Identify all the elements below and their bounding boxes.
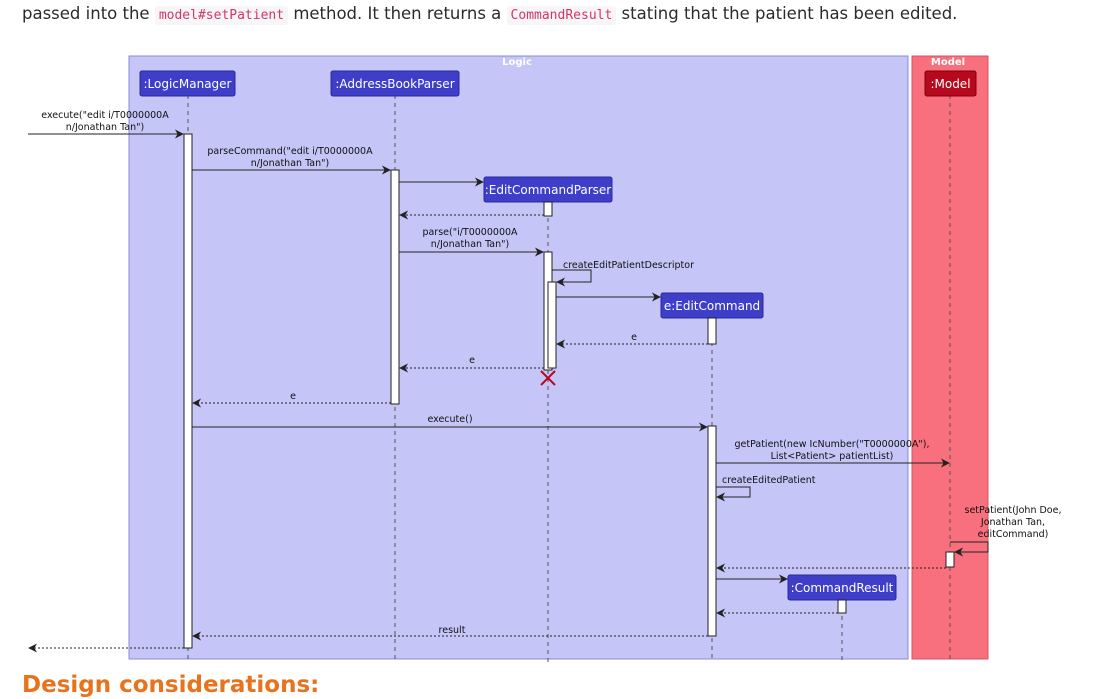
participant-model: :Model	[930, 77, 970, 91]
msg-get-patient-label-2: List<Patient> patientList)	[771, 451, 894, 462]
participant-logic-manager: :LogicManager	[143, 77, 231, 91]
msg-set-patient-label-3: editCommand)	[978, 529, 1049, 540]
participant-edit-command: e:EditCommand	[664, 299, 760, 313]
participant-edit-command-parser: :EditCommandParser	[485, 183, 612, 197]
msg-get-patient-label-1: getPatient(new IcNumber("T0000000A"),	[734, 439, 929, 450]
msg-parse-label-2: n/Jonathan Tan")	[431, 239, 509, 250]
activation-edit-command-parser-nested	[547, 281, 557, 369]
msg-set-patient-label-2: Jonathan Tan,	[980, 517, 1045, 528]
code-model-setpatient: model#setPatient	[154, 6, 289, 25]
destroy-mark	[540, 370, 556, 386]
msg-parse-command-label-2: n/Jonathan Tan")	[251, 158, 329, 169]
intro-paragraph: passed into the model#setPatient method.…	[22, 4, 958, 25]
participant-logic-manager-box	[139, 70, 236, 97]
msg-parse-label-1: parse("i/T0000000A	[422, 227, 518, 238]
intro-text-middle: method. It then returns a	[293, 4, 502, 23]
intro-text-before: passed into the	[22, 4, 150, 23]
msg-parse-command-label-1: parseCommand("edit i/T0000000A	[207, 146, 373, 157]
participant-model-box	[924, 70, 977, 97]
msg-execute-in-label-1: execute("edit i/T0000000A	[41, 110, 169, 121]
intro-text-after: stating that the patient has been edited…	[621, 4, 958, 23]
msg-result-label: result	[439, 625, 466, 636]
msg-set-patient-arrow	[950, 541, 989, 557]
msg-create-descriptor-arrow	[552, 269, 592, 287]
msg-return-e-2-label: e	[469, 355, 475, 366]
activation-edit-command-parser-init	[543, 201, 553, 217]
activation-model	[945, 551, 955, 568]
msg-create-edited-patient-label: createEditedPatient	[722, 475, 816, 486]
msg-create-descriptor-label: createEditPatientDescriptor	[563, 260, 694, 271]
logic-group-box	[128, 55, 909, 660]
code-command-result: CommandResult	[506, 6, 617, 25]
activation-address-book-parser	[390, 169, 400, 405]
section-heading: Design considerations:	[22, 672, 320, 698]
msg-execute-in-label-2: n/Jonathan Tan")	[66, 122, 144, 133]
participant-address-book-parser: :AddressBookParser	[335, 77, 454, 91]
activation-edit-command	[707, 425, 717, 637]
msg-execute-label: execute()	[427, 414, 472, 425]
activation-command-result	[837, 599, 847, 614]
msg-return-e-3-label: e	[290, 391, 296, 402]
msg-set-patient-label-1: setPatient(John Doe,	[965, 505, 1062, 516]
model-group-label: Model	[931, 57, 965, 68]
participant-command-result: :CommandResult	[791, 581, 894, 595]
activation-edit-command-init	[707, 317, 717, 345]
participant-address-book-parser-box	[330, 70, 460, 97]
msg-create-edited-patient-arrow	[716, 486, 751, 502]
logic-group-label: Logic	[502, 57, 532, 68]
activation-logic-manager	[183, 133, 193, 649]
msg-return-e-1-label: e	[631, 332, 637, 343]
